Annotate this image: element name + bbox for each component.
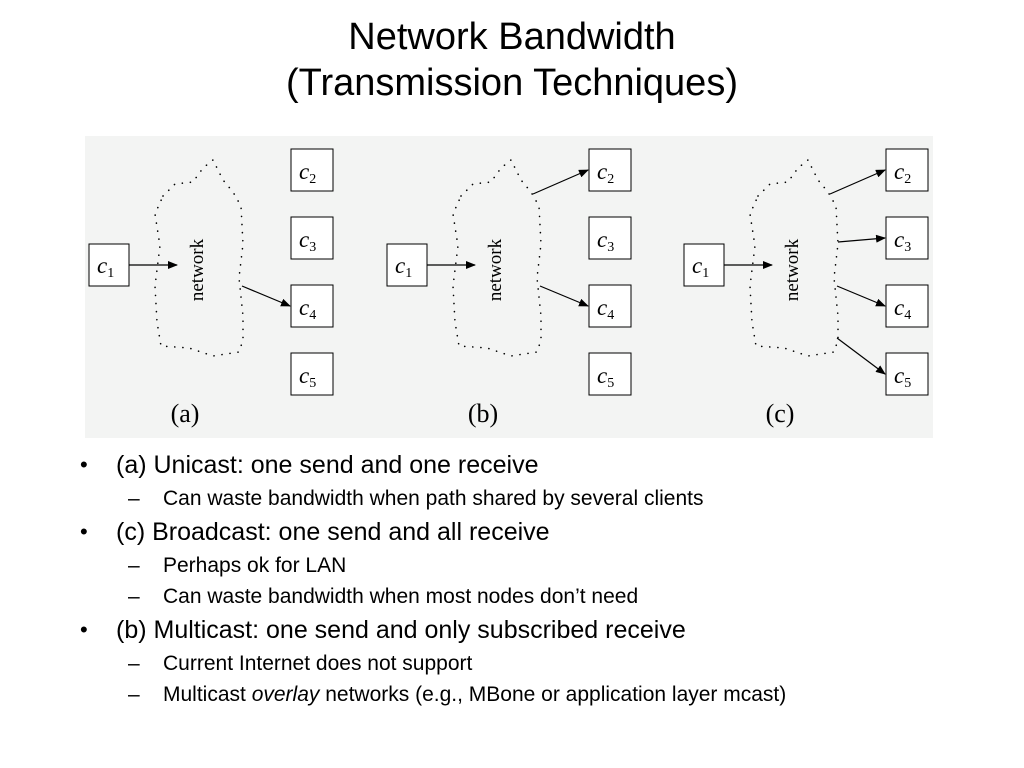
receiver-node: c4 <box>885 284 929 328</box>
receiver-node: c5 <box>588 352 632 396</box>
title-line-2: (Transmission Techniques) <box>286 62 738 104</box>
bullet-list: • (a) Unicast: one send and one receive … <box>78 446 978 709</box>
panel-caption: (b) <box>468 399 498 428</box>
node-box <box>683 243 725 287</box>
node-label: c5 <box>597 363 614 391</box>
node-box <box>290 216 334 260</box>
bullet-text: (a) Unicast: one send and one receive <box>116 451 539 479</box>
receiver-node: c4 <box>588 284 632 328</box>
network-label: network <box>485 238 506 301</box>
network-cloud <box>749 158 839 357</box>
node-label: c2 <box>299 159 316 187</box>
receiver-node: c5 <box>885 352 929 396</box>
receiver-node: c2 <box>290 148 334 192</box>
node-box <box>885 284 929 328</box>
dash-mark: – <box>128 683 140 706</box>
receiver-arrow <box>837 234 886 243</box>
bullet-mark: • <box>80 617 88 642</box>
node-label: c2 <box>894 159 911 187</box>
dash-mark: – <box>128 585 140 608</box>
panel: network c1 c2 c3 c4 c5 (c) <box>683 148 929 428</box>
sender-node: c1 <box>683 243 725 287</box>
receiver-arrow <box>829 169 886 195</box>
receiver-node: c3 <box>588 216 632 260</box>
network-cloud <box>452 158 542 357</box>
node-label: c5 <box>894 363 911 391</box>
node-label: c4 <box>597 295 614 323</box>
network-cloud <box>154 158 244 357</box>
sub-bullet: – Perhaps ok for LAN <box>78 551 978 580</box>
sub-bullet-text: Current Internet does not support <box>163 652 473 675</box>
node-label: c3 <box>894 227 911 255</box>
node-box <box>588 352 632 396</box>
receiver-node: c3 <box>885 216 929 260</box>
receiver-node: c5 <box>290 352 334 396</box>
transmission-diagram: network c1 c2 c3 c4 c5 (a) network c1 c2 c3 c4 c5 (b)… <box>85 136 933 438</box>
bullet-unicast: • (a) Unicast: one send and one receive <box>78 448 978 482</box>
bullet-mark: • <box>80 452 88 477</box>
receiver-node: c2 <box>885 148 929 192</box>
node-box <box>88 243 130 287</box>
dash-mark: – <box>128 487 140 510</box>
slide-title: Network Bandwidth (Transmission Techniqu… <box>0 14 1024 106</box>
node-box <box>588 216 632 260</box>
sub-bullet-text: Perhaps ok for LAN <box>163 554 347 577</box>
network-label: network <box>782 238 803 301</box>
node-box <box>290 284 334 328</box>
panel: network c1 c2 c3 c4 c5 (b) <box>386 148 632 428</box>
node-box <box>290 352 334 396</box>
node-box <box>290 148 334 192</box>
node-label: c3 <box>597 227 614 255</box>
node-label: c2 <box>597 159 614 187</box>
bullet-text: (b) Multicast: one send and only subscri… <box>116 616 686 644</box>
node-box <box>885 148 929 192</box>
sub-bullet: – Can waste bandwidth when path shared b… <box>78 484 978 513</box>
node-label: c1 <box>97 253 114 281</box>
receiver-arrow <box>836 337 886 375</box>
sub-bullet: – Can waste bandwidth when most nodes do… <box>78 582 978 611</box>
sub-bullet-text: Can waste bandwidth when path shared by … <box>163 487 704 510</box>
node-box <box>885 352 929 396</box>
receiver-arrow <box>241 285 291 307</box>
bullet-broadcast: • (c) Broadcast: one send and all receiv… <box>78 515 978 549</box>
panel-caption: (a) <box>171 399 200 428</box>
node-label: c1 <box>395 253 412 281</box>
bullet-multicast: • (b) Multicast: one send and only subsc… <box>78 613 978 647</box>
dash-mark: – <box>128 652 140 675</box>
receiver-arrow <box>836 285 886 307</box>
node-box <box>588 148 632 192</box>
node-box <box>588 284 632 328</box>
receiver-node: c2 <box>588 148 632 192</box>
sub-bullet: – Current Internet does not support <box>78 649 978 678</box>
bullet-text: (c) Broadcast: one send and all receive <box>116 518 550 546</box>
sub-bullet-text: Can waste bandwidth when most nodes don’… <box>163 585 639 608</box>
sub-bullet: – Multicast overlay networks (e.g., MBon… <box>78 680 978 709</box>
title-line-1: Network Bandwidth <box>348 16 676 58</box>
dash-mark: – <box>128 554 140 577</box>
node-label: c4 <box>299 295 316 323</box>
node-label: c4 <box>894 295 911 323</box>
sub-bullet-text-post: networks (e.g., MBone or application lay… <box>319 683 787 706</box>
sender-node: c1 <box>386 243 428 287</box>
node-label: c3 <box>299 227 316 255</box>
receiver-node: c4 <box>290 284 334 328</box>
sub-bullet-text-emphasis: overlay <box>251 683 320 706</box>
panel-caption: (c) <box>766 399 795 428</box>
diagram-svg: network c1 c2 c3 c4 c5 (a) network c1 c2 c3 c4 c5 (b)… <box>88 148 929 428</box>
node-label: c1 <box>692 253 709 281</box>
receiver-node: c3 <box>290 216 334 260</box>
sender-node: c1 <box>88 243 130 287</box>
receiver-arrow <box>532 169 589 195</box>
receiver-arrow <box>539 285 589 307</box>
node-label: c5 <box>299 363 316 391</box>
network-label: network <box>187 238 208 301</box>
sub-bullet-text-pre: Multicast <box>163 683 252 706</box>
bullet-mark: • <box>80 519 88 544</box>
node-box <box>885 216 929 260</box>
panel: network c1 c2 c3 c4 c5 (a) <box>88 148 334 428</box>
